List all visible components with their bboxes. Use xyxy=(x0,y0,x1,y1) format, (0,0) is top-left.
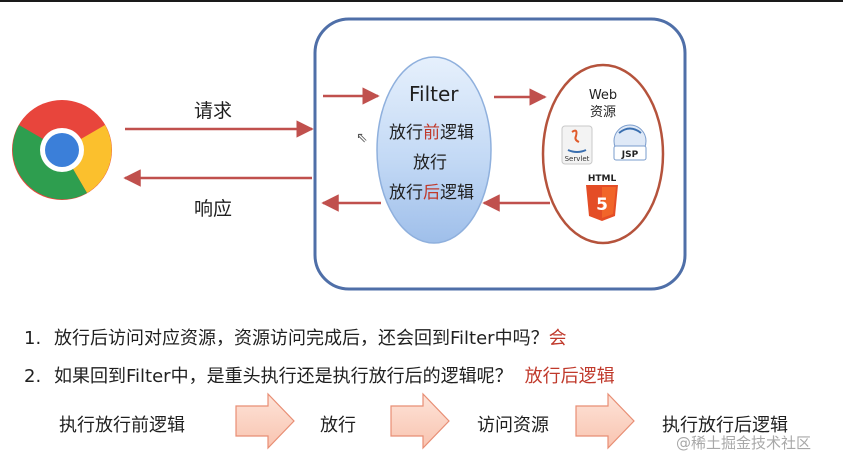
servlet-label: Servlet xyxy=(565,155,590,163)
flow-step-4: 执行放行后逻辑 xyxy=(662,415,788,436)
question-1-answer: 会 xyxy=(548,328,567,349)
servlet-icon: Servlet xyxy=(561,125,593,165)
web-resource-label-line2: 资源 xyxy=(589,105,616,120)
question-1-number: 1. xyxy=(24,328,42,349)
chrome-icon xyxy=(12,100,112,200)
flow-arrow-1 xyxy=(235,392,295,450)
filter-post-logic-suffix: 逻辑 xyxy=(440,183,474,203)
web-resource-ellipse xyxy=(541,63,665,245)
filter-pass: 放行 xyxy=(413,153,447,173)
jsp-icon: JSP xyxy=(613,124,647,161)
request-label: 请求 xyxy=(194,100,233,122)
question-1: 1. 放行后访问对应资源，资源访问完成后，还会回到Filter中吗？会 xyxy=(24,324,567,350)
watermark: @稀土掘金技术社区 xyxy=(676,434,812,452)
response-label: 响应 xyxy=(194,198,233,220)
top-border-line xyxy=(0,0,843,2)
cursor-icon: ⇖ xyxy=(356,130,368,146)
filter-post-logic-highlight: 后 xyxy=(423,183,440,203)
web-resource-label-line1: Web xyxy=(588,88,618,103)
flow-step-3: 访问资源 xyxy=(477,415,549,436)
question-2-text: 如果回到Filter中，是重头执行还是执行放行后的逻辑呢？ xyxy=(54,366,513,387)
flow-arrow-2 xyxy=(390,392,450,450)
filter-pre-logic-prefix: 放行 xyxy=(389,123,423,143)
question-1-text: 放行后访问对应资源，资源访问完成后，还会回到Filter中吗？ xyxy=(54,328,549,349)
filter-pre-logic-highlight: 前 xyxy=(423,123,440,143)
question-2: 2. 如果回到Filter中，是重头执行还是执行放行后的逻辑呢？ 放行后逻辑 xyxy=(24,362,615,388)
html5-icon: HTML 5 xyxy=(586,174,618,221)
filter-post-logic-prefix: 放行 xyxy=(389,183,423,203)
filter-pre-logic-suffix: 逻辑 xyxy=(440,123,474,143)
flow-arrow-3 xyxy=(575,392,635,450)
filter-pre-logic: 放行前逻辑 xyxy=(389,118,474,143)
filter-ellipse xyxy=(376,56,492,244)
jsp-label: JSP xyxy=(621,150,639,160)
html-label: HTML xyxy=(588,174,617,184)
flow-step-2: 放行 xyxy=(320,415,356,436)
filter-title: Filter xyxy=(409,82,459,106)
flow-step-1: 执行放行前逻辑 xyxy=(59,415,185,436)
question-2-answer: 放行后逻辑 xyxy=(524,366,615,387)
web-resource-label: Web 资源 xyxy=(583,87,623,121)
html5-badge: 5 xyxy=(596,195,608,215)
filter-post-logic: 放行后逻辑 xyxy=(389,178,474,203)
question-2-number: 2. xyxy=(24,366,42,387)
